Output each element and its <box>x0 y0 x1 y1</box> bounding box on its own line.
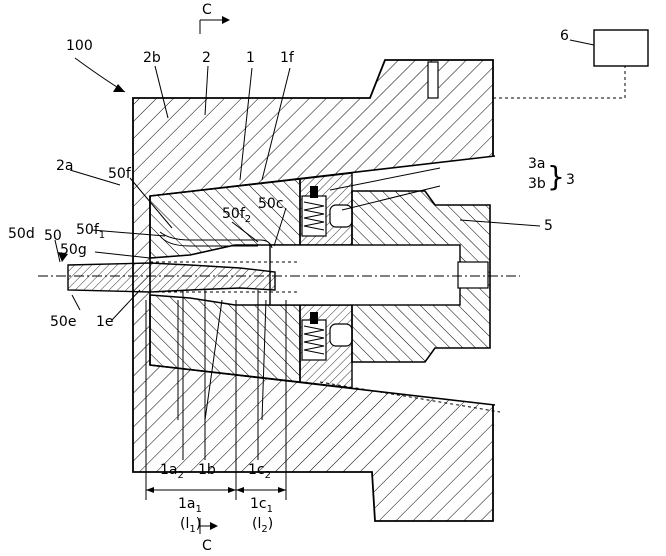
ring-3b-lower <box>330 324 352 346</box>
label-50g: 50g <box>60 242 87 258</box>
label-1: 1 <box>246 50 255 66</box>
section-c-label-bottom: C <box>202 538 212 554</box>
label-6: 6 <box>560 28 569 44</box>
label-2a: 2a <box>56 158 74 174</box>
brace-3: } <box>547 160 565 193</box>
label-l2: (l2) <box>252 516 273 535</box>
label-100: 100 <box>66 38 93 54</box>
label-50f: 50f <box>108 166 132 182</box>
label-1b: 1b <box>198 462 216 478</box>
section-c-top: C <box>200 2 230 34</box>
label-50d: 50d <box>8 226 35 242</box>
section-c-label-top: C <box>202 2 212 18</box>
label-1f: 1f <box>280 50 295 66</box>
piston-bore <box>270 245 460 305</box>
label-2b: 2b <box>143 50 161 66</box>
label-2: 2 <box>202 50 211 66</box>
label-3: 3 <box>566 172 575 188</box>
label-50e: 50e <box>50 314 76 330</box>
label-1c1: 1c1 <box>250 496 273 515</box>
label-50c: 50c <box>258 196 284 212</box>
label-1a1: 1a1 <box>178 496 202 515</box>
housing-slot <box>428 62 438 98</box>
label-3a: 3a <box>528 156 546 172</box>
label-50f1: 50f1 <box>76 222 105 241</box>
label-3b: 3b <box>528 176 546 192</box>
piston-end-bore <box>458 262 488 288</box>
label-5: 5 <box>544 218 553 234</box>
label-l1: (l1) <box>180 516 201 535</box>
section-c-bottom: C <box>200 518 218 554</box>
label-1e: 1e <box>96 314 114 330</box>
controller-6-box <box>594 30 648 66</box>
